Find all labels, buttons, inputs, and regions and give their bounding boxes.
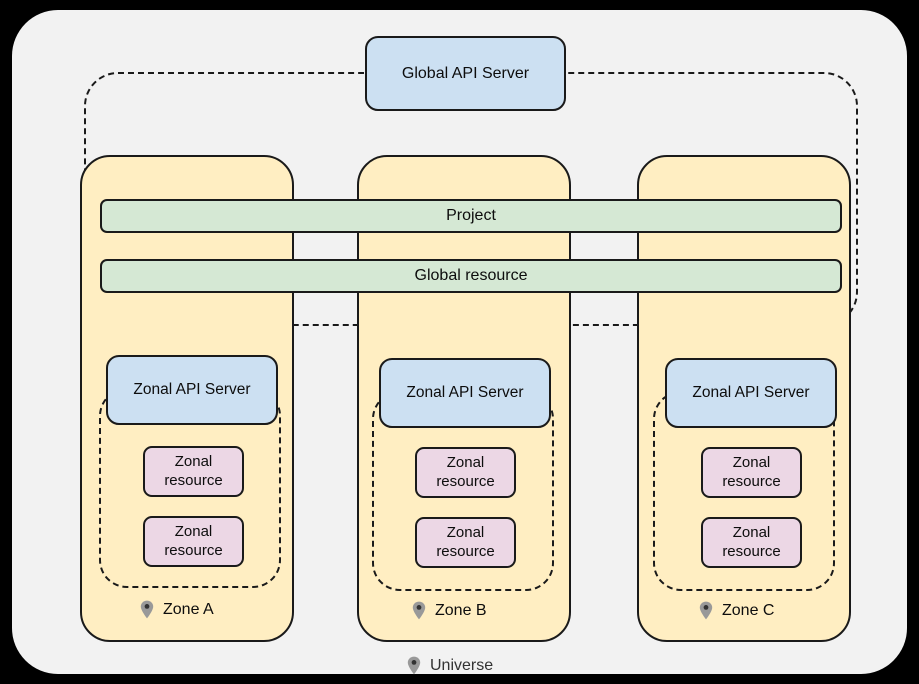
global-api-server-box[interactable]: Global API Server: [365, 36, 566, 111]
zonal-api-server-label-b: Zonal API Server: [406, 384, 524, 401]
zonal-resource-box-b1[interactable]: Zonal resource: [415, 447, 516, 498]
universe-label-text: Universe: [430, 656, 494, 674]
universe-panel: Project Global resource Global API Serve…: [12, 10, 907, 675]
zonal-api-server-box-c[interactable]: Zonal API Server: [665, 358, 837, 428]
map-pin-icon: [412, 601, 426, 620]
global-bar-global-resource[interactable]: Global resource: [100, 259, 842, 293]
zonal-resource-b2-line1: Zonal: [446, 524, 485, 542]
map-pin-icon: [699, 601, 713, 620]
universe-label: Universe: [407, 656, 493, 675]
map-pin-icon: [407, 656, 421, 675]
zonal-resource-box-a1[interactable]: Zonal resource: [143, 446, 244, 497]
zone-label-b: Zone B: [412, 601, 487, 620]
zonal-resource-box-c2[interactable]: Zonal resource: [701, 517, 802, 568]
zonal-resource-a1-line1: Zonal: [174, 453, 213, 471]
zone-label-a: Zone A: [140, 600, 214, 619]
zone-label-c: Zone C: [699, 601, 774, 620]
zonal-resource-c1-line1: Zonal: [732, 454, 771, 472]
zonal-resource-c2-line2: resource: [722, 542, 781, 560]
zonal-resource-c1-line2: resource: [722, 472, 781, 490]
global-bar-project-label: Project: [446, 207, 496, 224]
zone-label-a-text: Zone A: [163, 600, 214, 618]
zonal-resource-a2-line2: resource: [164, 541, 223, 559]
zonal-resource-a1-line2: resource: [164, 471, 223, 489]
zonal-resource-box-b2[interactable]: Zonal resource: [415, 517, 516, 568]
zonal-api-server-label-a: Zonal API Server: [133, 381, 251, 398]
zonal-api-server-label-c: Zonal API Server: [692, 384, 810, 401]
zonal-resource-c2-line1: Zonal: [732, 524, 771, 542]
zonal-resource-box-a2[interactable]: Zonal resource: [143, 516, 244, 567]
map-pin-icon: [140, 600, 154, 619]
global-api-server-label: Global API Server: [401, 64, 530, 82]
zone-label-b-text: Zone B: [435, 601, 487, 619]
zonal-resource-b1-line1: Zonal: [446, 454, 485, 472]
zonal-resource-box-c1[interactable]: Zonal resource: [701, 447, 802, 498]
zonal-api-server-box-b[interactable]: Zonal API Server: [379, 358, 551, 428]
zonal-resource-b1-line2: resource: [436, 472, 495, 490]
zonal-resource-a2-line1: Zonal: [174, 523, 213, 541]
global-bar-global-resource-label: Global resource: [414, 267, 528, 284]
global-bar-project[interactable]: Project: [100, 199, 842, 233]
zonal-resource-b2-line2: resource: [436, 542, 495, 560]
zonal-api-server-box-a[interactable]: Zonal API Server: [106, 355, 278, 425]
zone-label-c-text: Zone C: [722, 601, 775, 619]
